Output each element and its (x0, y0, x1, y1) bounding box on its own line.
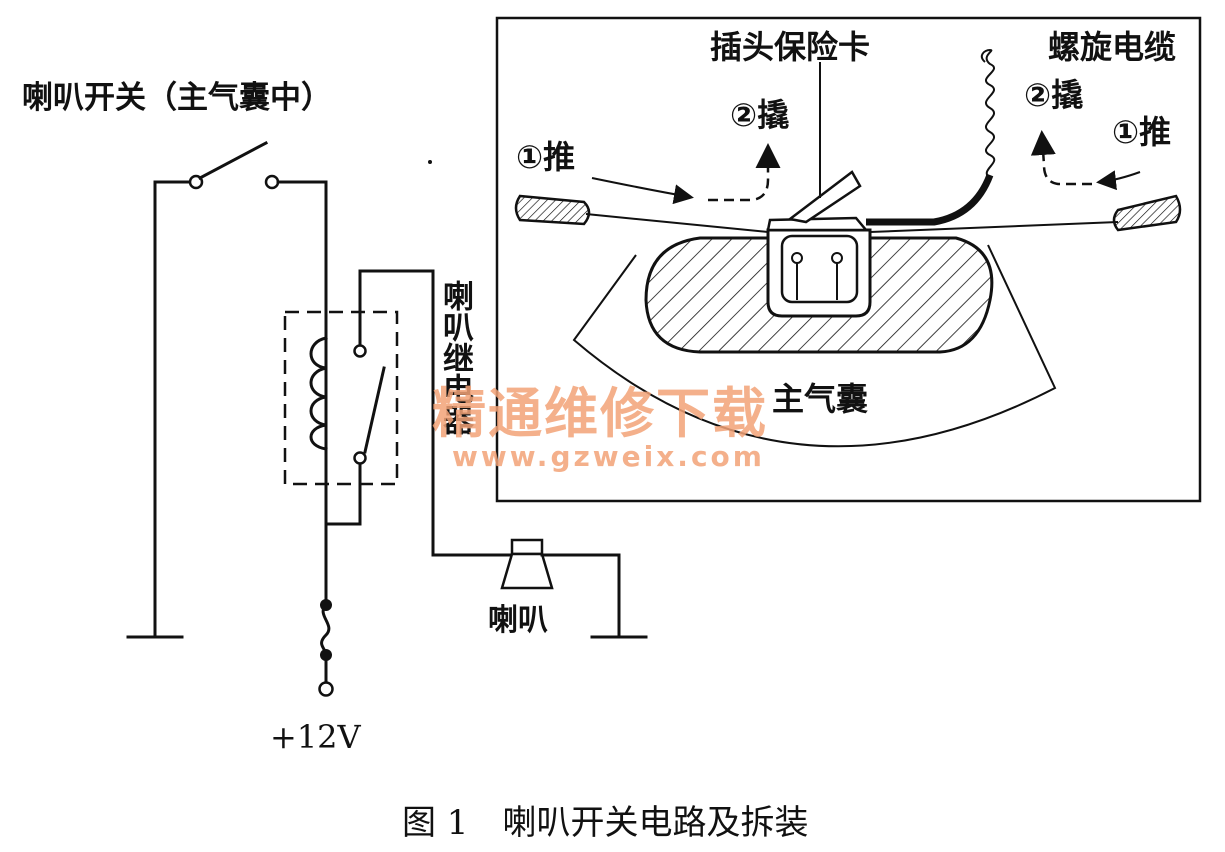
main-airbag-label: 主气囊 (772, 380, 868, 418)
fuse-terminal-top (320, 599, 332, 611)
stray-dot (428, 160, 432, 164)
connector-plug (780, 234, 859, 304)
release-tool-left (514, 194, 591, 226)
push-label-right: ①推 (1112, 113, 1171, 151)
relay-coil (309, 336, 328, 451)
spiral-cable-lead (866, 173, 994, 226)
horn-switch-circuit (126, 140, 648, 697)
relay-contact-top (353, 344, 367, 358)
watermark-url: www.gzweix.com (452, 440, 765, 473)
horn-body (510, 538, 544, 556)
supply-terminal (318, 681, 334, 697)
fuse-terminal-bottom (320, 649, 332, 661)
push-label-left: ①推 (516, 138, 575, 176)
switch-contact-right (264, 174, 280, 190)
relay-return-wire (324, 462, 362, 526)
spiral-cable-coil (980, 48, 996, 179)
horn-label: 喇叭 (488, 603, 548, 638)
release-wire-right (869, 221, 1119, 233)
horn-ground-wire (540, 553, 621, 639)
push-arrow-right (1096, 170, 1141, 191)
horn-cone (500, 552, 554, 590)
plug-clip-label: 插头保险卡 (710, 28, 870, 66)
plug-cover (766, 216, 869, 232)
release-tool-right (1112, 194, 1182, 232)
horn-relay-label: 喇叭继电器 (437, 280, 475, 435)
relay-output-wire (358, 269, 522, 557)
spiral-cable-label: 螺旋电缆 (1048, 28, 1176, 66)
pry-label-right: ②撬 (1024, 76, 1083, 114)
push-arrow-left (591, 177, 694, 205)
watermark-text: 精通维修下载 (432, 382, 768, 445)
horn-switch-label: 喇叭开关（主气囊中） (22, 80, 332, 116)
figure-caption: 图 1 喇叭开关电路及拆装 (402, 803, 808, 843)
main-supply-wire (276, 180, 328, 682)
plug-pin-head-left (791, 252, 803, 264)
release-wire-left (585, 213, 769, 233)
supply-voltage-label: +12V (270, 718, 362, 756)
plug-lock-clip (786, 170, 862, 224)
relay-contact-bottom (353, 451, 367, 465)
plug-pin-head-right (831, 252, 843, 264)
relay-blade (363, 366, 386, 454)
pry-arrow-right (1030, 130, 1092, 186)
airbag-inset (495, 16, 1202, 503)
pry-arrow-left (708, 143, 781, 202)
pry-label-left: ②撬 (730, 96, 789, 134)
airbag-housing (572, 244, 1057, 448)
switch-ground-wire (153, 180, 198, 639)
relay-box (283, 310, 399, 486)
switch-blade (197, 140, 269, 181)
